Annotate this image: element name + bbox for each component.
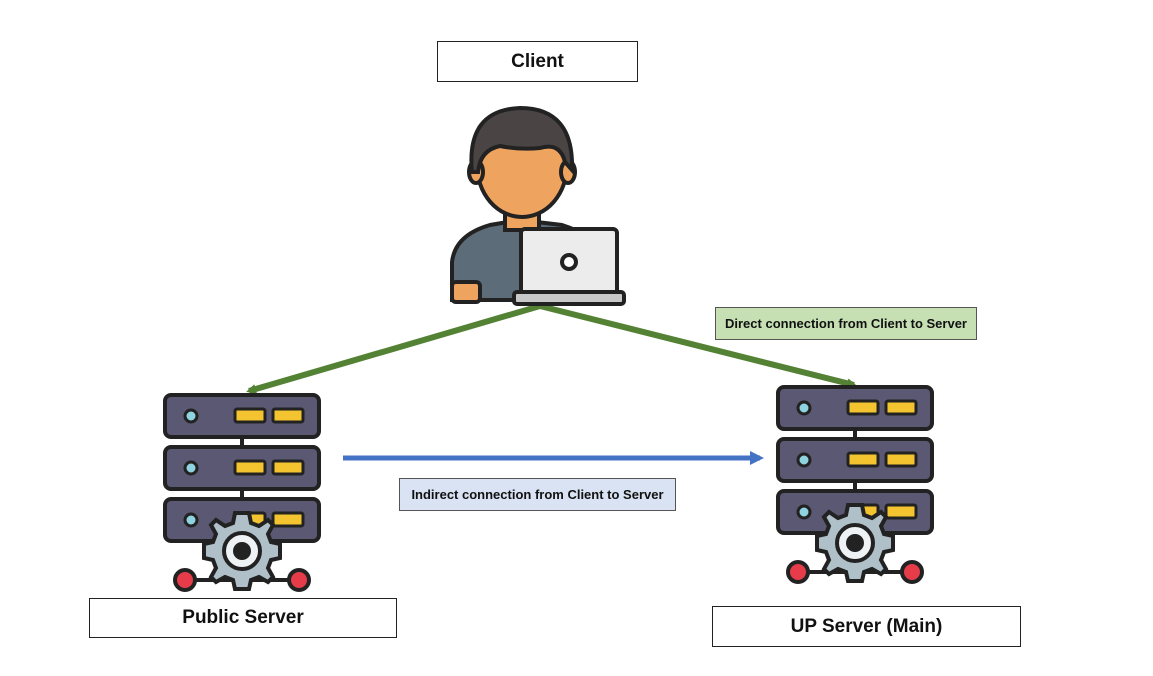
client-label-box: Client	[437, 41, 638, 82]
public-server-label: Public Server	[182, 607, 304, 628]
direct-connection-label: Direct connection from Client to Server	[725, 316, 967, 331]
indirect-connection-note: Indirect connection from Client to Serve…	[399, 478, 676, 511]
up-server-label: UP Server (Main)	[790, 615, 943, 637]
person-with-laptop-icon	[450, 105, 626, 306]
edge-direct-to-public-server	[246, 303, 541, 394]
direct-connection-note: Direct connection from Client to Server	[715, 307, 977, 340]
client-label: Client	[511, 50, 564, 72]
server-rack-icon	[165, 395, 319, 590]
public-server-label-box: Public Server	[89, 598, 397, 638]
edge-direct-to-up-server	[539, 303, 857, 389]
indirect-connection-label: Indirect connection from Client to Serve…	[411, 487, 664, 502]
up-server-label-box: UP Server (Main)	[712, 606, 1021, 647]
server-rack-icon	[778, 387, 932, 582]
